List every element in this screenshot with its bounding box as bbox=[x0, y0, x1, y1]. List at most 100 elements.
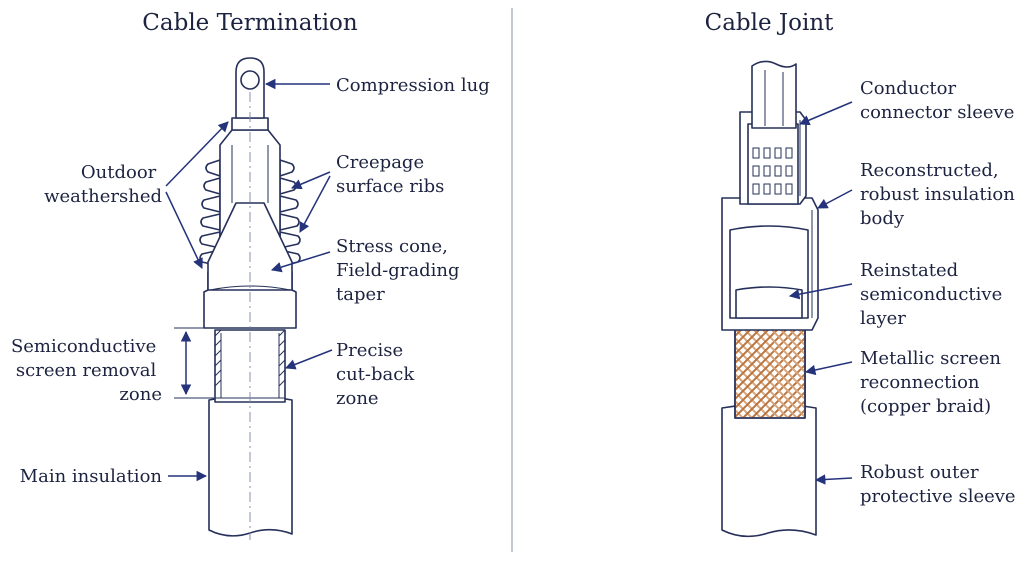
label-insulation-body-2: robust insulation bbox=[860, 184, 1015, 205]
svg-text:Metallic screen reconnec: Metallic screen reconnection (copper bra… bbox=[860, 348, 1007, 417]
crimp-mark bbox=[785, 183, 793, 195]
braid-strand bbox=[735, 318, 763, 347]
label-screen-removal-3: zone bbox=[119, 384, 162, 405]
label-insulation-body-3: body bbox=[860, 208, 905, 229]
braid-strand bbox=[735, 318, 781, 365]
label-stress-cone-3: taper bbox=[336, 284, 385, 305]
label-stress-cone-2: Field-grading bbox=[336, 260, 460, 281]
braid-strand bbox=[735, 318, 745, 329]
crimp-mark bbox=[752, 147, 760, 159]
label-screen-removal-1: Semiconductive bbox=[11, 336, 156, 357]
braid-strand bbox=[778, 390, 805, 418]
connector-crimp-marks bbox=[752, 147, 793, 195]
braid-strand bbox=[735, 408, 744, 418]
crimp-mark bbox=[763, 165, 771, 177]
svg-text:Creepage surface ribs: Creepage surface ribs bbox=[336, 152, 444, 197]
cutback-hatching bbox=[214, 329, 286, 387]
crimp-mark bbox=[774, 183, 782, 195]
crimp-mark bbox=[752, 165, 760, 177]
label-screen-removal-2: screen removal bbox=[16, 360, 157, 381]
svg-text:Main insulation: Main insulation bbox=[20, 466, 163, 487]
svg-text:Robust outer protective: Robust outer protective sleeve bbox=[860, 462, 1016, 507]
label-braid-2: reconnection bbox=[860, 372, 980, 393]
braid-strand bbox=[735, 318, 805, 392]
braid-strand bbox=[735, 318, 805, 392]
braid-strand bbox=[735, 327, 805, 401]
label-braid-1: Metallic screen bbox=[860, 348, 1001, 369]
crimp-mark bbox=[785, 147, 793, 159]
braid-strand bbox=[626, 318, 726, 418]
crimp-mark bbox=[752, 183, 760, 195]
crimp-mark bbox=[785, 165, 793, 177]
label-cutback-1: Precise bbox=[336, 340, 403, 361]
reinstated-semiconductive-layer bbox=[735, 286, 803, 319]
svg-text:Outdoor weathershed: Outdoor weathershed bbox=[44, 162, 162, 207]
label-connector-2: connector sleeve bbox=[860, 102, 1014, 123]
braid-strand bbox=[625, 318, 725, 418]
braid-strand bbox=[735, 381, 771, 418]
label-creepage-ribs-1: Creepage bbox=[336, 152, 424, 173]
svg-text:Stress cone, Field-gradi: Stress cone, Field-grading taper bbox=[336, 236, 465, 305]
label-stress-cone-1: Stress cone, bbox=[336, 236, 448, 257]
braid-strand bbox=[768, 318, 805, 356]
termination-drawing bbox=[174, 57, 301, 540]
braid-strand bbox=[769, 381, 805, 418]
braid-strand bbox=[634, 318, 734, 418]
braid-strand bbox=[777, 318, 805, 347]
braid-strand bbox=[786, 318, 805, 338]
svg-text:Reconstructed, robust in: Reconstructed, robust insulation body bbox=[860, 160, 1021, 229]
crimp-mark bbox=[763, 147, 771, 159]
braid-strand bbox=[735, 390, 762, 418]
lug-hole bbox=[240, 70, 260, 90]
svg-text:Compression lug: Compression lug bbox=[336, 75, 490, 96]
termination-leaders bbox=[165, 78, 333, 482]
label-connector-1: Conductor bbox=[860, 78, 956, 99]
label-creepage-ribs-2: surface ribs bbox=[336, 176, 444, 197]
joint-title: Cable Joint bbox=[705, 10, 835, 36]
label-cutback-3: zone bbox=[336, 388, 379, 409]
label-semicon-2: semiconductive bbox=[860, 284, 1002, 305]
braid-strand bbox=[735, 318, 754, 338]
label-cutback-2: cut-back bbox=[336, 364, 415, 385]
svg-text:Reinstated semiconductiv: Reinstated semiconductive layer bbox=[860, 260, 1008, 329]
braid-strand bbox=[735, 372, 780, 418]
label-insulation-body-1: Reconstructed, bbox=[860, 160, 999, 181]
svg-text:Conductor connector slee: Conductor connector sleeve bbox=[860, 78, 1014, 123]
termination-title: Cable Termination bbox=[142, 10, 358, 36]
braid-strand bbox=[735, 318, 790, 374]
label-semicon-1: Reinstated bbox=[860, 260, 958, 281]
crimp-mark bbox=[774, 147, 782, 159]
termination-labels: Compression lug Outdoor weathershed Cree… bbox=[11, 75, 490, 487]
label-main-insulation: Main insulation bbox=[20, 466, 163, 487]
label-outdoor-weathershed-2: weathershed bbox=[44, 186, 162, 207]
connector-inner-barrel bbox=[747, 123, 799, 205]
termination-main-insulation-body bbox=[208, 395, 293, 537]
copper-braid-weave bbox=[625, 318, 805, 418]
label-semicon-3: layer bbox=[860, 308, 906, 329]
svg-text:Precise cut-back z: Precise cut-back zone bbox=[336, 340, 420, 409]
joint-conductor bbox=[751, 60, 797, 129]
weathershed-ribs-left bbox=[199, 159, 221, 267]
braid-strand bbox=[735, 327, 805, 401]
crimp-mark bbox=[774, 165, 782, 177]
joint-drawing bbox=[625, 60, 819, 538]
label-outer-sleeve-2: protective sleeve bbox=[860, 486, 1016, 507]
braid-strand bbox=[759, 318, 805, 365]
braid-strand bbox=[735, 318, 772, 356]
joint-labels: Conductor connector sleeve Reconstructed… bbox=[860, 78, 1021, 507]
label-outdoor-weathershed-1: Outdoor bbox=[81, 162, 157, 183]
joint-outer-sleeve bbox=[721, 403, 817, 538]
label-outer-sleeve-1: Robust outer bbox=[860, 462, 979, 483]
braid-strand bbox=[760, 372, 805, 418]
braid-strand bbox=[741, 318, 805, 383]
svg-text:Semiconductive screen re: Semiconductive screen removal zone bbox=[11, 336, 162, 405]
label-braid-3: (copper braid) bbox=[860, 396, 991, 417]
label-compression-lug: Compression lug bbox=[336, 75, 490, 96]
braid-strand bbox=[750, 318, 805, 374]
joint-leaders bbox=[788, 101, 853, 485]
braid-strand bbox=[735, 318, 736, 320]
braid-strand bbox=[735, 318, 799, 383]
crimp-mark bbox=[763, 183, 771, 195]
